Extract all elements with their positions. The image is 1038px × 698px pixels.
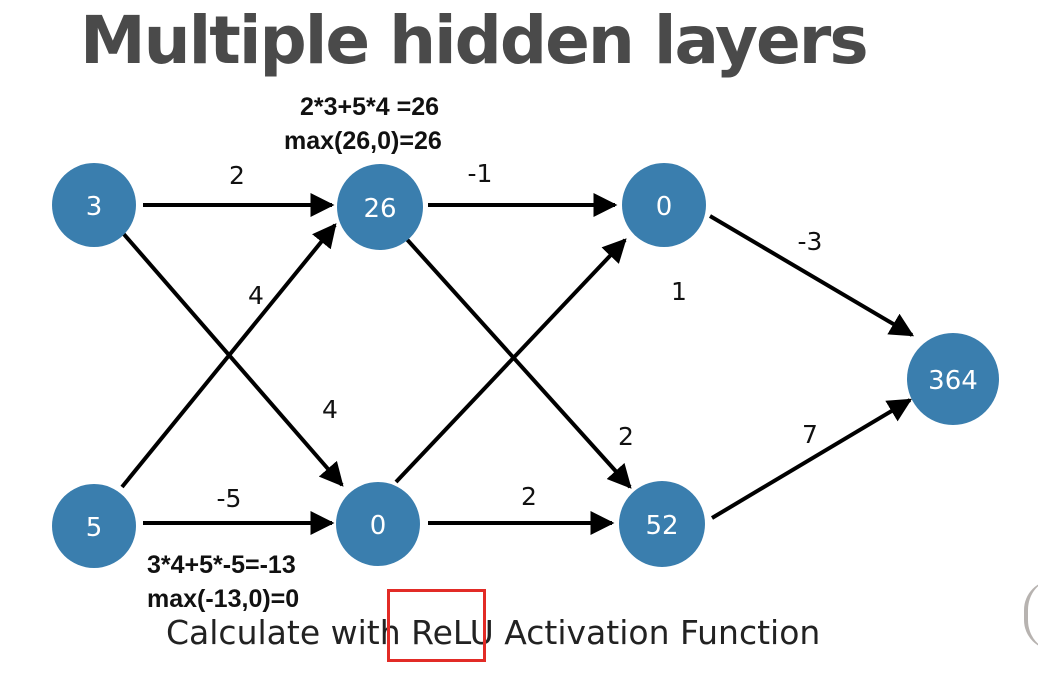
edge-h2a-out — [708, 214, 915, 337]
node-input-2-value: 5 — [86, 513, 103, 543]
edge-h2b-out — [710, 398, 913, 520]
node-hidden2-a-value: 0 — [656, 192, 673, 222]
node-output: 364 — [907, 333, 999, 425]
node-output-value: 364 — [928, 366, 978, 396]
node-hidden1-b: 0 — [336, 482, 420, 566]
weight-h1a-h2a: -1 — [468, 159, 493, 188]
node-hidden2-b: 52 — [619, 481, 705, 567]
weight-h1b-h2b: 2 — [521, 482, 537, 511]
calc-bottom-line2: max(-13,0)=0 — [147, 585, 300, 613]
node-hidden1-a: 26 — [337, 164, 423, 250]
weight-in2-h1a: 4 — [248, 281, 264, 310]
edge-in1-h1b — [120, 230, 344, 487]
node-hidden2-a: 0 — [622, 163, 706, 247]
caption-before: Calculate with — [166, 613, 412, 652]
cropped-edge-shape — [1024, 580, 1038, 650]
relu-highlight-box — [387, 589, 486, 662]
weight-h2b-out: 7 — [802, 420, 818, 449]
calc-top-line2: max(26,0)=26 — [284, 127, 442, 155]
calc-top: 2*3+5*4 =26 max(26,0)=26 — [284, 90, 442, 158]
weight-h1b-h2a: 1 — [671, 277, 687, 306]
page-title: Multiple hidden layers — [80, 2, 869, 79]
weight-h1a-h2b: 2 — [618, 422, 634, 451]
node-hidden1-b-value: 0 — [370, 511, 387, 541]
node-hidden2-b-value: 52 — [645, 511, 678, 541]
weight-in1-h1b: 4 — [322, 395, 338, 424]
calc-bottom-line1: 3*4+5*-5=-13 — [147, 551, 296, 579]
node-input-2: 5 — [52, 484, 136, 568]
edge-h1b-h2a — [394, 238, 627, 484]
node-hidden1-a-value: 26 — [363, 194, 396, 224]
weight-h2a-out: -3 — [798, 227, 823, 256]
weight-in1-h1a: 2 — [229, 161, 245, 190]
node-input-1: 3 — [52, 163, 136, 247]
caption: Calculate with ReLU Activation Function — [166, 613, 820, 652]
caption-after: Activation Function — [493, 613, 821, 652]
caption-highlight: ReLU — [411, 613, 494, 652]
weight-in2-h1b: -5 — [217, 484, 242, 513]
calc-bottom: 3*4+5*-5=-13 max(-13,0)=0 — [147, 548, 299, 616]
edge-h1a-h2b — [401, 233, 632, 489]
node-input-1-value: 3 — [86, 192, 103, 222]
calc-top-line1: 2*3+5*4 =26 — [300, 93, 440, 121]
